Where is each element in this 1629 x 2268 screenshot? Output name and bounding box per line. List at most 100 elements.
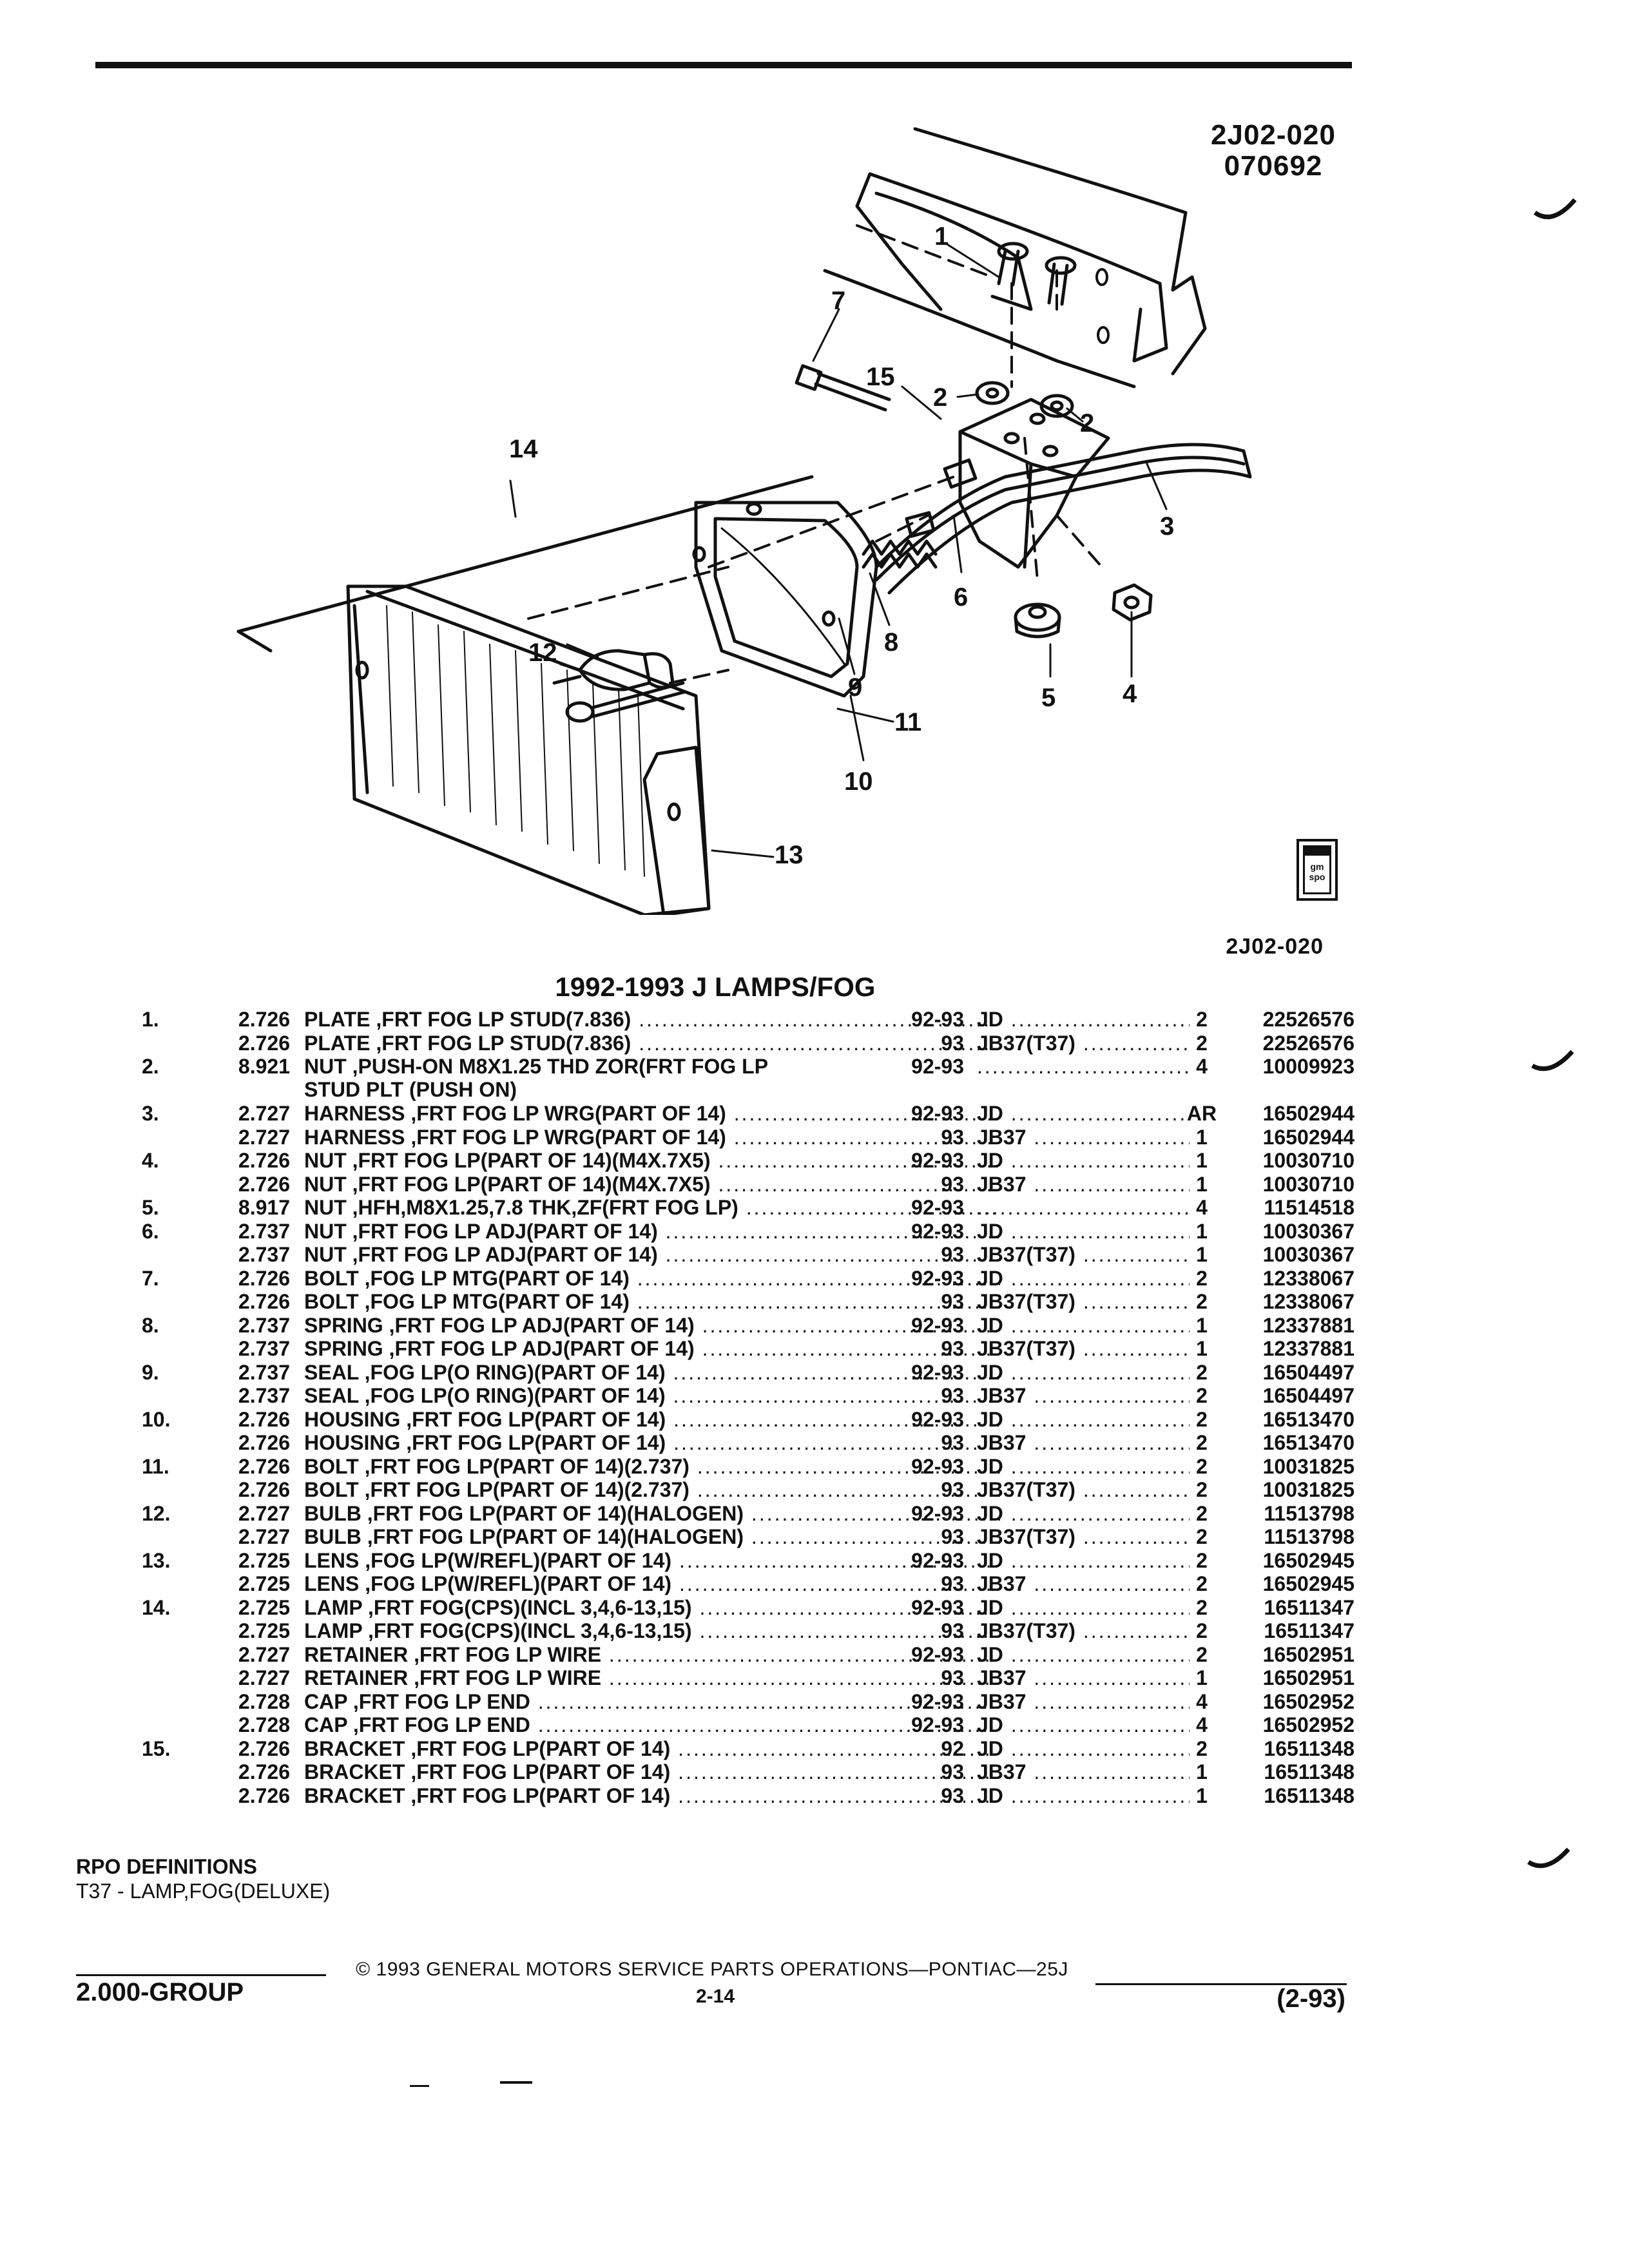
- model-years: 93: [861, 1431, 964, 1454]
- item-number-text: 8.: [142, 1313, 159, 1337]
- model-years-text: 93: [941, 1572, 964, 1595]
- model-years-text: 92-93: [911, 1055, 964, 1078]
- group-number: 2.737: [213, 1220, 290, 1243]
- model-years-text: 92-93: [911, 1196, 964, 1219]
- group-number: 2.726: [213, 1267, 290, 1290]
- model-years: 92-93: [861, 1596, 964, 1619]
- part-number: 16502944: [1232, 1126, 1354, 1149]
- leader-dots: ........................................…: [1083, 1478, 1190, 1501]
- group-number: 2.726: [213, 1149, 290, 1172]
- quantity: 4: [1179, 1713, 1224, 1736]
- leader-dots: ........................................…: [1034, 1689, 1190, 1713]
- group-number-text: 8.921: [238, 1055, 290, 1078]
- part-description-text: RETAINER ,FRT FOG LP WIRE: [304, 1642, 602, 1666]
- group-number-text: 2.725: [238, 1619, 290, 1642]
- group-number: 2.727: [213, 1643, 290, 1666]
- model-code: JB37(T37) ..............................…: [977, 1032, 1190, 1055]
- quantity-text: 4: [1196, 1196, 1208, 1219]
- model-years: 92-93: [861, 1361, 964, 1384]
- stud-plate-studs: [997, 242, 1077, 306]
- quantity: 2: [1179, 1361, 1224, 1384]
- leader-dots: ........................................…: [530, 1689, 998, 1713]
- part-number: 16502945: [1232, 1549, 1354, 1572]
- part-description-text: PLATE ,FRT FOG LP STUD(7.836): [304, 1031, 631, 1055]
- part-number: 16502952: [1232, 1690, 1354, 1713]
- model-code-text: JD: [977, 1548, 1003, 1572]
- model-code-text: JB37: [977, 1431, 1027, 1454]
- model-years-text: 92-93: [911, 1008, 964, 1031]
- item-number-text: 14.: [142, 1595, 171, 1619]
- group-number-text: 2.727: [238, 1125, 290, 1149]
- wiring-harness: [874, 443, 1252, 595]
- group-number: 2.737: [213, 1337, 290, 1360]
- quantity: 2: [1179, 1525, 1224, 1548]
- part-number-text: 16513470: [1262, 1407, 1354, 1431]
- group-number: 2.726: [213, 1032, 290, 1055]
- lamp-housing: [692, 501, 878, 698]
- quantity-text: 1: [1196, 1666, 1208, 1689]
- model-code: JB37 ...................................…: [977, 1431, 1190, 1454]
- model-code-text: JD: [977, 1783, 1003, 1807]
- group-number: 2.725: [213, 1596, 290, 1619]
- quantity: 1: [1179, 1760, 1224, 1783]
- leader-dots: ........................................…: [1010, 1102, 1190, 1125]
- part-number: 12337881: [1232, 1337, 1354, 1360]
- part-description: NUT ,FRT FOG LP(PART OF 14)(M4X.7X5) ...…: [304, 1149, 1000, 1172]
- part-description: LAMP ,FRT FOG(CPS)(INCL 3,4,6-13,15) ...…: [304, 1619, 1000, 1642]
- group-number: 2.726: [213, 1784, 290, 1807]
- reference-code: 2J02-020: [1211, 119, 1336, 151]
- group-number-text: 2.726: [238, 1149, 290, 1172]
- quantity-text: 1: [1196, 1313, 1208, 1337]
- alignment-lines: [527, 224, 1103, 684]
- callout-2a: 2: [933, 383, 947, 412]
- leader-dots: ........................................…: [1083, 1290, 1190, 1313]
- item-number-text: 1.: [142, 1008, 159, 1031]
- model-years: 92-93: [861, 1713, 964, 1736]
- part-description-text: SPRING ,FRT FOG LP ADJ(PART OF 14): [304, 1337, 695, 1360]
- quantity: 1: [1179, 1666, 1224, 1689]
- group-number: 2.726: [213, 1431, 290, 1454]
- quantity-text: 2: [1196, 1431, 1208, 1454]
- model-years-text: 92-93: [911, 1548, 964, 1572]
- part-description: BRACKET ,FRT FOG LP(PART OF 14) ........…: [304, 1784, 1000, 1807]
- model-code-text: JD: [977, 1102, 1003, 1125]
- part-number-text: 16511347: [1264, 1595, 1354, 1619]
- scan-mark: [410, 2085, 429, 2087]
- model-years-text: 92-93: [911, 1266, 964, 1290]
- model-code-text: JD: [977, 1266, 1003, 1290]
- leader-dots: ........................................…: [679, 1572, 1000, 1595]
- group-number-text: 2.726: [238, 1290, 290, 1313]
- model-years-text: 92-93: [911, 1219, 964, 1243]
- part-description: LENS ,FOG LP(W/REFL)(PART OF 14) .......…: [304, 1549, 1000, 1572]
- part-description: BULB ,FRT FOG LP(PART OF 14)(HALOGEN) ..…: [304, 1525, 1000, 1548]
- quantity-text: 2: [1196, 1642, 1208, 1666]
- quantity: 1: [1179, 1173, 1224, 1196]
- part-number-text: 22526576: [1262, 1008, 1354, 1031]
- part-number-text: 16502944: [1262, 1125, 1354, 1149]
- group-number: 2.728: [213, 1690, 290, 1713]
- footer-rule-right: [1095, 1983, 1347, 1985]
- leader-dots: ........................................…: [1034, 1760, 1190, 1783]
- quantity: 2: [1179, 1384, 1224, 1407]
- leader-dots: ........................................…: [608, 1666, 1000, 1689]
- model-years: 93: [861, 1666, 964, 1689]
- part-description-text: NUT ,FRT FOG LP(PART OF 14)(M4X.7X5): [304, 1172, 711, 1196]
- model-code: JB37 ...................................…: [977, 1760, 1190, 1783]
- model-years: 92: [861, 1737, 964, 1760]
- leader-dots: ........................................…: [751, 1525, 1000, 1548]
- model-code: JB37(T37) ..............................…: [977, 1243, 1190, 1266]
- item-number-text: 3.: [142, 1102, 159, 1125]
- callout-leader-lines: [509, 242, 1168, 858]
- model-years-text: 93: [941, 1478, 964, 1501]
- quantity-text: 2: [1196, 1407, 1208, 1431]
- leader-dots: ........................................…: [665, 1219, 1000, 1243]
- item-number: 10.: [142, 1408, 200, 1431]
- part-description: PLATE ,FRT FOG LP STUD(7.836) ..........…: [304, 1032, 1000, 1055]
- quantity-text: 4: [1196, 1713, 1208, 1736]
- part-description-text: HARNESS ,FRT FOG LP WRG(PART OF 14): [304, 1125, 726, 1149]
- model-code: ........................................…: [977, 1055, 1190, 1078]
- group-number: 2.727: [213, 1502, 290, 1525]
